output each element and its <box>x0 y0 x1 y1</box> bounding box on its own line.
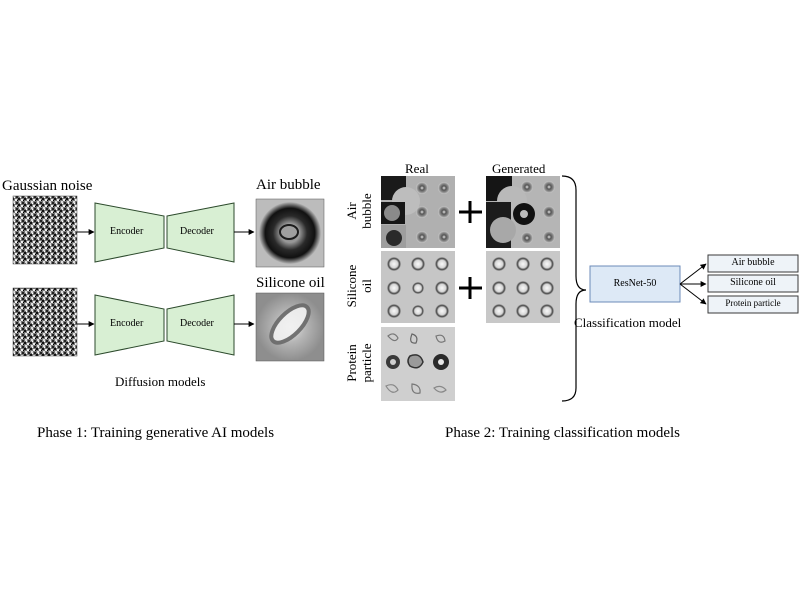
plus-icon-air-bubble <box>459 201 482 223</box>
resnet-box <box>589 265 681 303</box>
gaussian-noise-label: Gaussian noise <box>2 178 93 194</box>
air-bubble-core <box>279 224 299 240</box>
generated-air-bubble-grid <box>486 176 560 248</box>
row-label-silicone-oil-line1: Silicone <box>344 264 359 308</box>
air-bubble-output-label: Air bubble <box>256 177 321 193</box>
real-air-bubble-grid <box>381 176 455 248</box>
encoder-shape-2 <box>94 294 165 356</box>
plus-icon-silicone-oil <box>459 277 482 299</box>
decoder-label-2: Decoder <box>180 318 214 329</box>
gaussian-noise-image-1 <box>12 195 78 265</box>
arrow-to-protein-particle <box>679 283 707 305</box>
output-label-air-bubble: Air bubble <box>731 257 775 268</box>
row-label-silicone-oil: Silicone oil <box>344 252 381 322</box>
silicone-oil-image <box>255 292 325 362</box>
phase1-row1 <box>12 195 325 268</box>
encoder-shape-1 <box>94 202 165 263</box>
classification-model-label: Classification model <box>574 315 682 330</box>
row-label-air-bubble-line2: bubble <box>359 193 374 229</box>
arrow-to-air-bubble <box>679 263 707 285</box>
encoder-label-1: Encoder <box>110 226 144 237</box>
diffusion-models-label: Diffusion models <box>115 374 206 389</box>
row-label-protein-particle-line2: particle <box>359 343 374 383</box>
row-label-protein-particle-line1: Protein <box>344 344 359 382</box>
output-box-silicone-oil <box>707 274 799 293</box>
output-label-protein-particle: Protein particle <box>725 298 781 308</box>
real-protein-particle-grid <box>381 327 455 401</box>
phase1-row2 <box>12 287 325 362</box>
row-label-air-bubble-line1: Air <box>344 202 359 220</box>
resnet-label: ResNet-50 <box>613 278 657 289</box>
phase1-caption: Phase 1: Training generative AI models <box>37 425 275 441</box>
output-box-air-bubble <box>707 254 799 273</box>
output-label-silicone-oil: Silicone oil <box>730 277 776 288</box>
gaussian-noise-image-2 <box>12 287 78 357</box>
real-silicone-oil-grid <box>381 251 455 323</box>
silicone-oil-blob <box>269 303 311 345</box>
silicone-oil-output-label: Silicone oil <box>256 275 325 291</box>
row-label-silicone-oil-line2: oil <box>359 279 374 293</box>
encoder-label-2: Encoder <box>110 318 144 329</box>
row-label-air-bubble: Air bubble <box>344 180 381 246</box>
generated-silicone-oil-grid <box>486 251 560 323</box>
decoder-label-1: Decoder <box>180 226 214 237</box>
row-label-protein-particle: Protein particle <box>344 328 381 400</box>
decoder-shape-1 <box>166 202 235 263</box>
grouping-brace <box>561 175 587 402</box>
real-label: Real <box>405 161 429 176</box>
output-box-protein-particle <box>707 295 799 314</box>
decoder-shape-2 <box>166 294 235 356</box>
generated-label: Generated <box>492 161 546 176</box>
phase2-caption: Phase 2: Training classification models <box>445 425 680 441</box>
